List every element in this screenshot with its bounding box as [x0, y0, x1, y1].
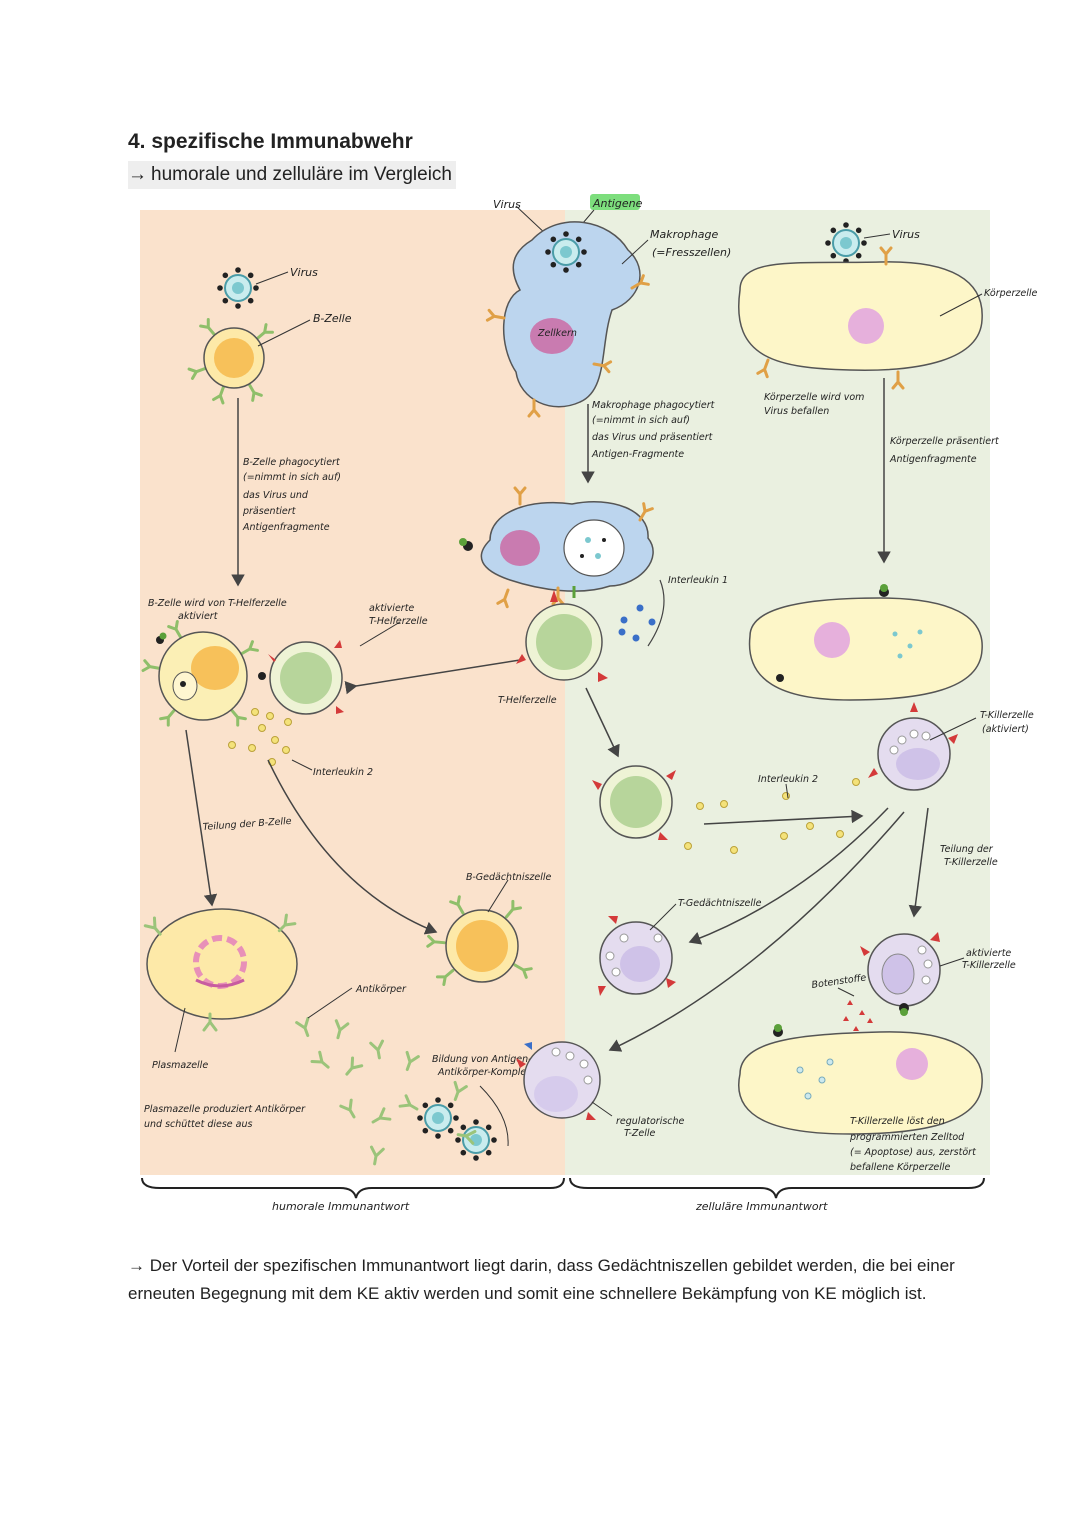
arrow-right-icon: →: [128, 1256, 145, 1275]
t-killer-cell-activated: [868, 702, 958, 791]
label-humorale-immunantwort: humorale Immunantwort: [272, 1200, 410, 1213]
t-helper-cell: [516, 586, 608, 682]
label-b-zelle-aktiviert: B-Zelle wird von T-Helferzelle aktiviert: [148, 598, 290, 622]
humoral-brace: [141, 1177, 565, 1199]
label-aktivierte-t-helferzelle: aktivierte T-Helferzelle: [369, 603, 428, 627]
label-virus-left: Virus: [290, 266, 318, 279]
cellular-brace: [569, 1177, 985, 1199]
interleukin-2-dots-right: [684, 778, 860, 854]
activated-t-helper-cell-right: [592, 765, 676, 840]
label-teilung-t-killerzelle: Teilung der T-Killerzelle: [940, 844, 998, 868]
macrophage-presenting: [459, 486, 654, 609]
subtitle-highlight: →humorale und zelluläre im Vergleich: [128, 161, 456, 189]
interleukin-1-dots: [618, 604, 656, 642]
label-aktivierte-t-killerzelle: aktivierte T-Killerzelle: [962, 948, 1016, 971]
macrophage-top: [485, 221, 650, 418]
activated-b-cell: [141, 620, 259, 727]
label-zellulaere-immunantwort: zelluläre Immunantwort: [695, 1200, 828, 1213]
label-b-gedaechtniszelle: B-Gedächtniszelle: [466, 872, 552, 883]
label-makrophage-phagocytiert: Makrophage phagocytiert (=nimmt in sich …: [591, 400, 717, 460]
label-t-gedaechtniszelle: T-Gedächtniszelle: [678, 898, 762, 909]
label-regulatorische-t-zelle: regulatorische T-Zelle: [616, 1116, 687, 1139]
regulatory-t-cell: [516, 1041, 601, 1120]
label-makrophage: Makrophage (=Fresszellen): [650, 228, 731, 259]
activated-t-helper-cell: [258, 640, 344, 715]
label-antikoerper: Antikörper: [355, 984, 407, 995]
label-b-zelle-phagocytiert: B-Zelle phagocytiert (=nimmt in sich auf…: [242, 457, 344, 533]
label-virus-top: Virus: [493, 198, 521, 211]
conclusion-body: Der Vorteil der spezifischen Immunantwor…: [128, 1256, 955, 1303]
plasma-cell: [143, 908, 298, 1032]
messenger-substances: [843, 1000, 873, 1031]
label-koerperzelle-praesentiert: Körperzelle präsentiert Antigenfragmente: [889, 436, 1002, 465]
conclusion-text: → Der Vorteil der spezifischen Immunantw…: [128, 1252, 968, 1308]
label-plasmazelle: Plasmazelle: [152, 1060, 208, 1071]
label-t-killer-loest: T-Killerzelle löst den programmierten Ze…: [849, 1116, 979, 1173]
label-interleukin-2-left: Interleukin 2: [313, 767, 373, 778]
label-interleukin-1: Interleukin 1: [668, 575, 728, 586]
label-b-zelle: B-Zelle: [313, 312, 352, 325]
label-t-helferzelle: T-Helferzelle: [498, 695, 557, 706]
b-memory-cell: [426, 895, 533, 987]
label-interleukin-2-right: Interleukin 2: [758, 774, 818, 785]
body-cell-apoptosis: [737, 1024, 983, 1135]
page-title: 4. spezifische Immunabwehr: [128, 130, 413, 153]
label-antigene: Antigene: [592, 197, 643, 210]
label-bildung-komplex: Bildung von Antigen- Antikörper-Komplex: [432, 1054, 535, 1078]
label-koerperzelle: Körperzelle: [984, 288, 1038, 299]
label-zellkern: Zellkern: [537, 328, 577, 339]
b-cell: [187, 318, 274, 405]
subtitle-text: humorale und zelluläre im Vergleich: [151, 164, 452, 185]
body-cell-top: [738, 246, 983, 390]
label-t-killerzelle-aktiviert: T-Killerzelle (aktiviert): [980, 710, 1037, 735]
label-plasmazelle-produziert: Plasmazelle produziert Antikörper und sc…: [144, 1104, 308, 1130]
label-virus-right: Virus: [892, 228, 920, 241]
t-memory-cell: [598, 916, 676, 996]
arrow-right-icon: →: [128, 164, 147, 185]
label-koerperzelle-befallen: Körperzelle wird vom Virus befallen: [764, 392, 867, 417]
body-cell-infected: [748, 584, 983, 701]
t-killer-cell-lower: [860, 932, 941, 1016]
